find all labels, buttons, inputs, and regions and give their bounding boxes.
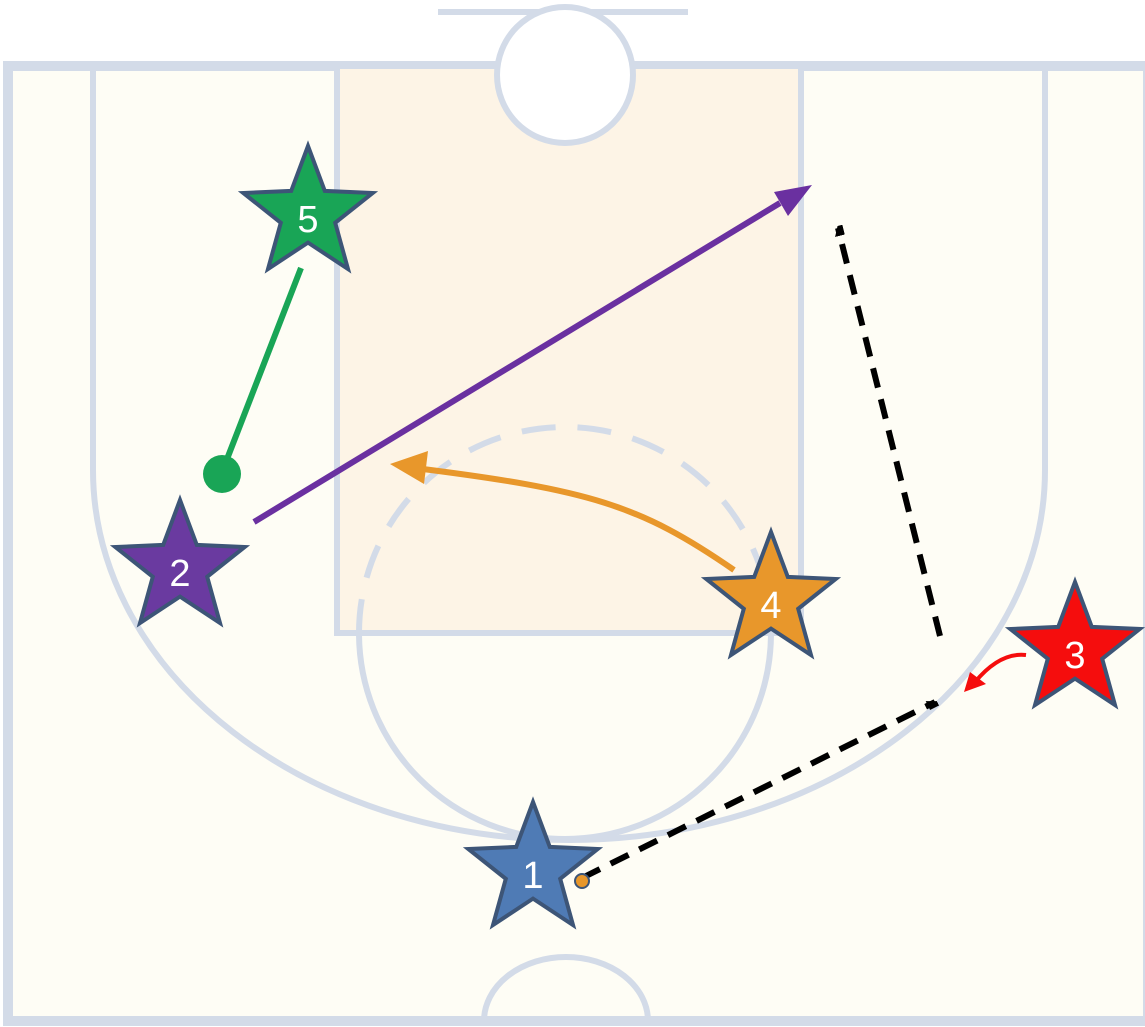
player-number: 1 xyxy=(522,855,543,897)
cut-path-player-3 xyxy=(964,652,1027,692)
cut-path-player-4 xyxy=(390,451,736,573)
ball xyxy=(574,873,590,889)
player-number: 2 xyxy=(169,553,190,595)
player-5: 5 xyxy=(237,140,379,274)
rim-circle xyxy=(494,4,636,146)
screen-path-player-5 xyxy=(203,266,304,493)
cut-path-player-2 xyxy=(252,185,812,525)
player-star-icon xyxy=(462,796,604,930)
player-3: 3 xyxy=(1004,576,1145,710)
free-throw-circle-bottom xyxy=(356,632,774,842)
player-1: 1 xyxy=(462,796,604,930)
paint-lane xyxy=(334,63,804,636)
player-2: 2 xyxy=(109,494,251,628)
player-star-icon xyxy=(1004,576,1145,710)
player-star-icon xyxy=(109,494,251,628)
center-circle xyxy=(481,954,651,1022)
player-star-icon xyxy=(237,140,379,274)
player-number: 5 xyxy=(297,199,318,241)
dribble-path-1 xyxy=(580,699,935,881)
player-4: 4 xyxy=(700,526,842,660)
player-number: 3 xyxy=(1064,635,1085,677)
player-star-icon xyxy=(700,526,842,660)
dribble-path-2 xyxy=(835,228,943,637)
player-number: 4 xyxy=(760,585,781,627)
